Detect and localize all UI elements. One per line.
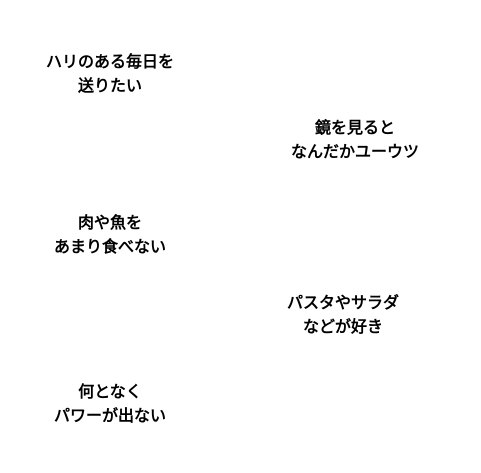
phrase-mirror-gloomy: 鏡を見ると なんだかユーウツ (270, 116, 440, 164)
phrase-pasta-salad: パスタやサラダ などが好き (258, 291, 428, 339)
phrase-line-1: パスタやサラダ (286, 293, 399, 312)
phrase-line-2: なんだかユーウツ (290, 142, 419, 161)
phrase-line-2: あまり食べない (53, 237, 166, 256)
phrase-energetic-days: ハリのある毎日を 送りたい (25, 50, 195, 98)
phrase-meat-fish: 肉や魚を あまり食べない (25, 211, 195, 259)
phrase-line-2: パワーが出ない (53, 406, 166, 425)
phrase-no-power: 何となく パワーが出ない (25, 380, 195, 428)
phrase-line-2: 送りたい (77, 76, 142, 95)
phrase-line-1: 鏡を見ると (314, 118, 395, 137)
phrase-line-1: 何となく (78, 382, 142, 401)
phrase-line-1: 肉や魚を (77, 213, 142, 232)
phrase-line-2: などが好き (302, 317, 383, 336)
phrase-line-1: ハリのある毎日を (45, 52, 174, 71)
